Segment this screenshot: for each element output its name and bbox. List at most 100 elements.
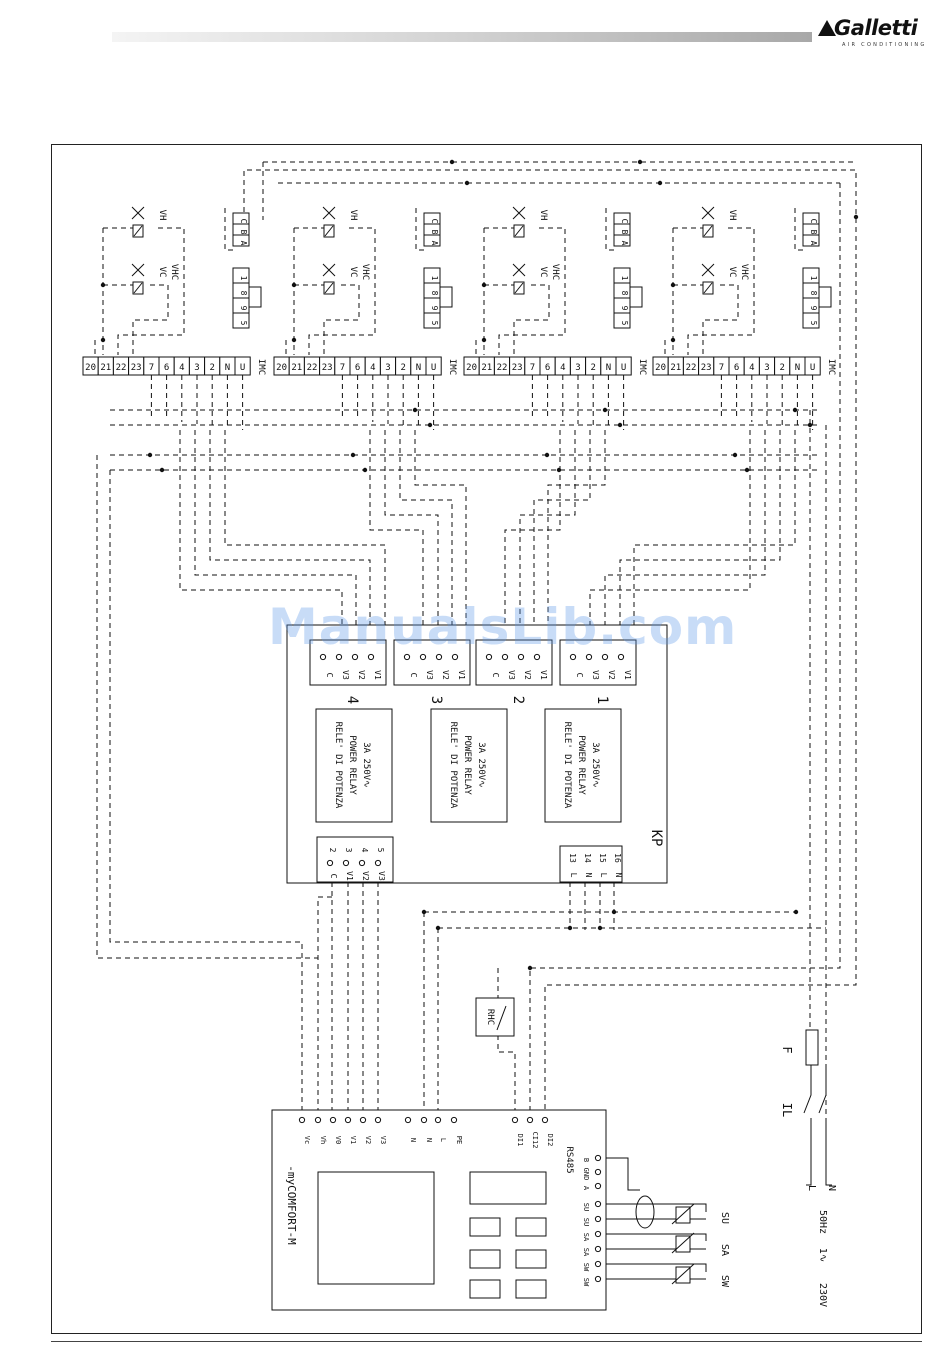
connector-1895-cell — [423, 312, 441, 329]
valve-symbol-icon — [322, 206, 336, 220]
jumper-link — [249, 286, 262, 308]
riser-wire — [399, 430, 453, 640]
sensor-line — [600, 1263, 707, 1272]
connector-cba-label: B — [430, 230, 439, 235]
kp-channel-pin-label: V2 — [523, 670, 532, 680]
kp-channel-box — [393, 639, 471, 686]
kp-channel-pin-label: V2 — [357, 670, 366, 680]
connector-1895-label: 9 — [809, 306, 818, 311]
kp-channel-pin-ring — [335, 653, 343, 661]
junction-dot — [427, 422, 433, 428]
valve-wire — [308, 227, 376, 355]
kp-input-num: 2 — [328, 848, 337, 853]
sensor-ring — [594, 1215, 602, 1223]
connector-cba-cell — [802, 234, 820, 247]
kp-channel-pin-ring — [585, 653, 593, 661]
kp-channel-number: 4 — [344, 696, 360, 704]
terminal-label: 2 — [590, 363, 595, 373]
terminal-label: 23 — [131, 363, 142, 373]
valve-label: VC — [538, 267, 548, 278]
kp-channel-pin-label: V1 — [623, 670, 632, 680]
kp-input-num: 3 — [344, 848, 353, 853]
rhc-wire — [497, 1035, 516, 1115]
kp-channel-number: 3 — [428, 696, 444, 704]
valve-label: VH — [348, 210, 358, 221]
valve-coil-slash — [133, 225, 143, 237]
valve-label: VHC — [739, 264, 749, 280]
kp-input-ring — [374, 859, 382, 867]
connector-1895-label: 1 — [430, 276, 439, 281]
valve-wire — [687, 227, 755, 355]
rhc-switch-icon — [496, 1005, 507, 1031]
terminal-label: 22 — [497, 363, 508, 373]
kp-channel-pin-ring — [451, 653, 459, 661]
riser-wire — [589, 430, 751, 640]
junction-dot — [435, 925, 441, 931]
riser-wire — [547, 430, 606, 640]
riser-wire — [209, 430, 371, 640]
riser-wire — [633, 430, 796, 640]
sensor-pin-label: SA — [582, 1248, 590, 1257]
controller-terminal-ring — [359, 1116, 367, 1124]
vh-return — [96, 455, 318, 959]
junction-dot — [556, 467, 562, 473]
connector-1895-label: 5 — [809, 321, 818, 326]
kp-channel-pin-label: V2 — [441, 670, 450, 680]
bus-line-a — [243, 169, 857, 1115]
terminal-label: 6 — [734, 363, 739, 373]
kp-channel-pin-ring — [485, 653, 493, 661]
kp-channel-pin-ring — [367, 653, 375, 661]
kp-channel-pin-ring — [533, 653, 541, 661]
controller-terminal-ring — [344, 1116, 352, 1124]
footer-rule — [51, 1341, 922, 1342]
valve-symbol-icon — [131, 206, 145, 220]
terminal-label: 6 — [164, 363, 169, 373]
connector-cba-cell — [232, 234, 250, 247]
terminal-label: 4 — [179, 363, 184, 373]
power-relay-box — [315, 708, 393, 823]
controller-terminal-label: V1 — [349, 1136, 357, 1144]
controller-key-large — [469, 1171, 547, 1205]
riser-wire — [519, 430, 576, 640]
controller-terminal-label: DI2 — [546, 1134, 554, 1147]
comm-wire — [415, 205, 425, 251]
terminal-label: 20 — [466, 363, 477, 373]
riser-wire — [504, 430, 561, 640]
riser-wire — [414, 430, 467, 640]
kp-channel-box — [475, 639, 553, 686]
terminal-label: 23 — [512, 363, 523, 373]
controller-name: -myCOMFORT-M — [285, 1165, 298, 1245]
vc-return — [109, 470, 303, 1115]
sensor-pin-label: SW — [582, 1263, 590, 1272]
kp-power-name: N — [614, 873, 623, 878]
junction-dot — [617, 422, 623, 428]
kp-channel-pin-ring — [569, 653, 577, 661]
mains-line — [806, 1118, 812, 1186]
power-relay-text: 3A 250V∿ — [590, 742, 600, 787]
sensor-pin-label: SU — [582, 1218, 590, 1226]
controller-terminal-label: Vc — [303, 1136, 311, 1144]
controller-terminal-ring — [526, 1116, 534, 1124]
terminal-label: 4 — [749, 363, 754, 373]
power-relay-box — [544, 708, 622, 823]
controller-terminal-ring — [298, 1116, 306, 1124]
kp-label: KP — [648, 830, 664, 847]
terminal-label: 7 — [530, 363, 535, 373]
connector-1895-cell — [802, 312, 820, 329]
junction-dot — [350, 452, 356, 458]
kp-power-num: 16 — [613, 853, 622, 863]
mains-line — [825, 1118, 832, 1186]
terminal-label: 20 — [655, 363, 666, 373]
terminal-label: 20 — [85, 363, 96, 373]
kp-input-ring — [326, 859, 334, 867]
sensor-line — [600, 1233, 707, 1241]
spec-phase: 1∿ — [817, 1248, 828, 1262]
valve-symbol-icon — [701, 206, 715, 220]
junction-dots — [100, 159, 859, 971]
kp-channel-pin-ring — [617, 653, 625, 661]
riser-wire — [604, 430, 766, 640]
junction-dot — [464, 180, 470, 186]
valve-coil-slash — [703, 225, 713, 237]
terminal-label: N — [225, 363, 230, 373]
terminal-label: U — [240, 363, 245, 373]
